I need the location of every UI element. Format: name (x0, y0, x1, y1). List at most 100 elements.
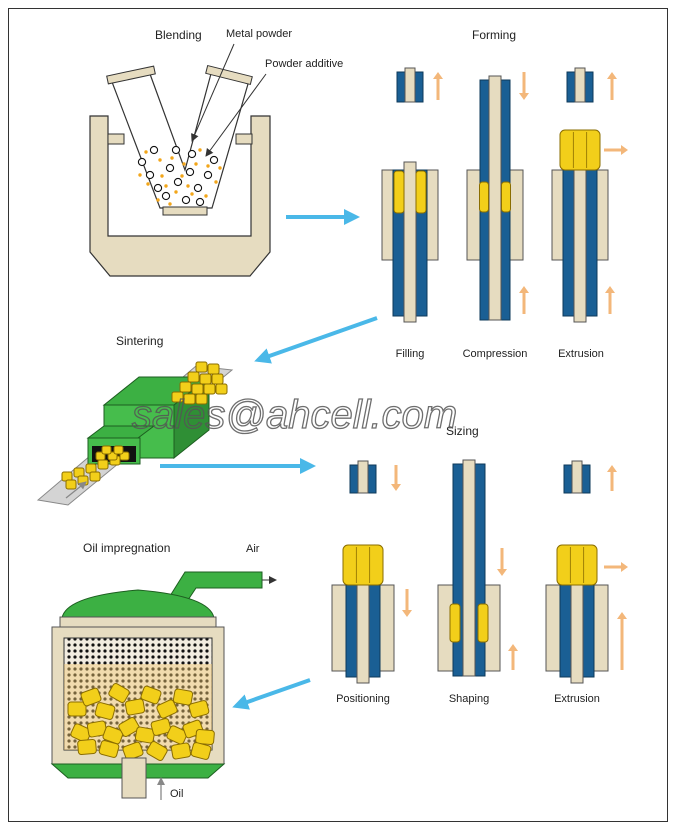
motion-arrow-head (391, 484, 401, 491)
metal-powder-particle (171, 145, 181, 155)
metal-powder-particle (193, 183, 203, 193)
motion-arrow-shaft (604, 148, 621, 152)
sizing-press-positioning (331, 460, 412, 684)
powder-compact (501, 181, 511, 213)
blender-outlet (162, 206, 208, 216)
motion-arrow (519, 286, 529, 314)
motion-arrow-shaft (500, 548, 504, 569)
sintered-part (187, 371, 200, 383)
powder-additive-particle (160, 174, 164, 178)
metal-powder-particle (185, 167, 195, 177)
powder-additive-particle (198, 148, 202, 152)
sintered-part (195, 393, 208, 405)
powder-additive-particle (214, 180, 218, 184)
forming-press-filling (381, 67, 443, 323)
motion-arrow-shaft (610, 472, 614, 491)
motion-arrow (605, 286, 615, 314)
oil-part (156, 699, 178, 719)
sizing-presses (331, 459, 628, 684)
oil-part (94, 702, 116, 720)
oil-part (102, 725, 124, 745)
blending-heading: Blending (155, 28, 202, 42)
powder-additive-particle (144, 150, 148, 154)
metal-powder-particle (161, 191, 171, 201)
core-rod-top (571, 460, 583, 494)
motion-arrow-head (607, 72, 617, 79)
bearing-ring (556, 544, 598, 586)
sizing-press-extrusion (545, 460, 628, 684)
sizing-heading: Sizing (446, 424, 479, 438)
ring-body (559, 129, 601, 171)
sintering-heading: Sintering (116, 334, 163, 348)
sintering-section: Sintering (36, 334, 234, 506)
metal-powder-particle (209, 155, 219, 165)
motion-arrow-shaft (608, 293, 612, 314)
powder-additive-particle (168, 202, 172, 206)
motion-arrow-head (621, 145, 628, 155)
motion-arrow-shaft (522, 293, 526, 314)
metal-powder-particle (149, 145, 159, 155)
motion-arrow (433, 72, 443, 100)
motion-arrow-head (617, 612, 627, 619)
sizing-step-positioning: Positioning (336, 693, 390, 705)
core-rod (570, 584, 584, 684)
bearing-ring (342, 544, 384, 586)
motion-arrow-shaft (511, 651, 515, 670)
metal-powder-particle (173, 177, 183, 187)
watermark: sales@ahcell.com (132, 393, 457, 437)
oil-part (134, 726, 156, 744)
flow-arrow-forming-to-sintering (254, 316, 378, 364)
powder-additive-particle (206, 164, 210, 168)
powder-additive-particle (158, 158, 162, 162)
core-rod (403, 161, 417, 323)
oil-part (67, 701, 87, 717)
oil-part (166, 725, 188, 745)
ring-body (556, 544, 598, 586)
oil-inlet-pipe (121, 757, 147, 799)
flow-arrow-sizing-to-oil (232, 678, 311, 710)
powder-additive-particle (180, 174, 184, 178)
sintered-part (207, 363, 220, 375)
motion-arrow (497, 548, 507, 576)
sintered-part (215, 383, 228, 395)
oil-part (190, 742, 212, 760)
powder-additive-particle (190, 192, 194, 196)
oil-part (146, 741, 168, 761)
blending-section: Blending Metal powder Powder additive (89, 28, 343, 277)
oil-impregnation-parts (67, 683, 215, 761)
blender-axle-left (107, 133, 125, 145)
motion-arrow (519, 72, 529, 100)
green-compact-part (89, 471, 101, 482)
furnace-part (101, 445, 112, 455)
oil-part (150, 718, 172, 736)
motion-arrow-head (497, 569, 507, 576)
powder-compact (449, 603, 461, 643)
sintered-part (171, 391, 184, 403)
sizing-step-extrusion: Extrusion (554, 693, 600, 705)
green-compact-part (65, 479, 77, 490)
motion-arrow-shaft (436, 79, 440, 100)
frame-border (8, 8, 668, 822)
motion-arrow (604, 562, 628, 572)
motion-arrow-shaft (522, 72, 526, 93)
oil-part (170, 742, 192, 760)
motion-arrow (617, 612, 627, 670)
motion-arrow-shaft (394, 465, 398, 484)
motion-arrow (604, 145, 628, 155)
forming-heading: Forming (472, 28, 516, 42)
metal-powder-particle (187, 149, 197, 159)
sintered-part (203, 383, 216, 395)
powder-additive-particle (138, 173, 142, 177)
motion-arrow-head (621, 562, 628, 572)
motion-arrow (607, 72, 617, 100)
motion-arrow-head (508, 644, 518, 651)
forming-step-compression: Compression (463, 348, 528, 360)
powder-additive-particle (194, 162, 198, 166)
powder-additive-pointer (205, 73, 267, 157)
oil-part (140, 685, 162, 705)
motion-arrow (607, 465, 617, 491)
oil-part (195, 728, 215, 746)
powder-additive-particle (174, 190, 178, 194)
motion-arrow-head (402, 610, 412, 617)
